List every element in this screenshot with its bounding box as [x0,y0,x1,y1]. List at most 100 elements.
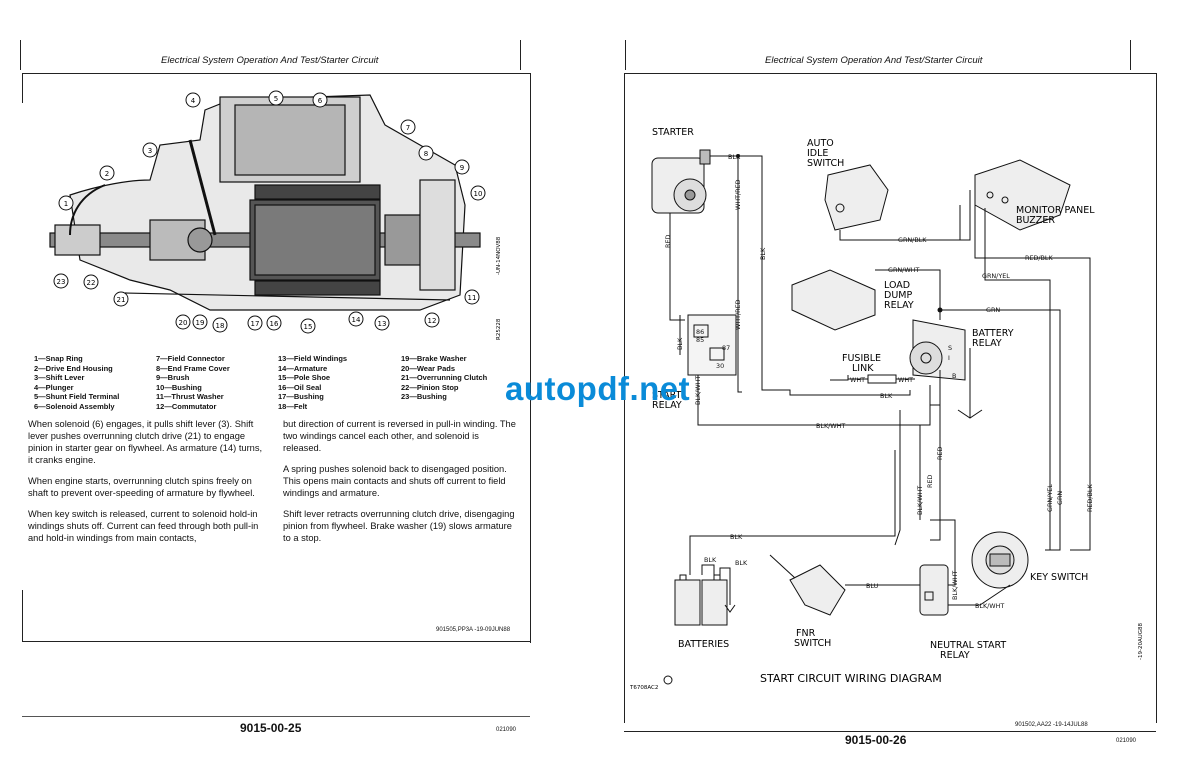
auto-idle-switch-label: AUTO [807,138,834,149]
legend-item: 23—Bushing [401,392,447,402]
svg-text:GRN/BLK: GRN/BLK [898,236,927,244]
bottom-rule [22,716,530,717]
svg-text:14: 14 [352,316,361,324]
callout-5: 5 [268,90,284,106]
svg-text:86: 86 [696,328,704,336]
left-page: Electrical System Operation And Test/Sta… [20,40,531,735]
left-rule [624,73,625,723]
svg-text:RED/BLK: RED/BLK [1086,484,1094,512]
legend-item: 17—Bushing [278,392,324,402]
svg-text:18: 18 [216,322,225,330]
paragraph: When key switch is released, current to … [28,509,259,543]
legend-col-1: 1—Snap Ring 2—Drive End Housing 3—Shift … [34,354,119,412]
legend-item: 7—Field Connector [156,354,225,363]
load-dump-relay-body [791,269,876,331]
left-rule [22,73,23,103]
fusible-link-label: FUSIBLE [842,353,881,364]
page-header: Electrical System Operation And Test/Sta… [765,55,983,66]
svg-text:SWITCH: SWITCH [807,158,844,169]
svg-text:6: 6 [318,97,323,105]
svg-text:BLK/WHT: BLK/WHT [916,486,924,515]
svg-text:15: 15 [304,323,313,331]
legend-item: 2—Drive End Housing [34,363,113,373]
svg-text:87: 87 [722,344,730,352]
callout-4: 4 [185,92,201,108]
svg-text:13: 13 [378,320,387,328]
wiring-diagram: STARTER AUTO IDLE SWITCH MONITOR PANEL B… [630,127,1144,691]
figure-code: T6708AC2 [630,685,658,691]
svg-text:DUMP: DUMP [884,290,912,301]
paragraph: A spring pushes solenoid back to disenga… [283,464,507,498]
legend-item: 11—Thrust Washer [156,392,224,402]
svg-text:RED: RED [926,475,934,488]
starter-label: STARTER [652,127,694,138]
svg-text:10: 10 [474,190,483,198]
svg-text:30: 30 [716,362,724,370]
footer-rule [22,641,530,642]
svg-text:23: 23 [57,278,66,286]
battery-relay-body [909,319,966,381]
svg-text:7: 7 [406,124,410,132]
svg-text:BLK/WHT: BLK/WHT [951,571,959,600]
svg-text:17: 17 [251,320,260,328]
svg-text:RELAY: RELAY [884,300,914,311]
legend-item: 12—Commutator [156,401,217,411]
start-relay-label: START [652,390,682,401]
callout-11: 11 [464,289,480,305]
svg-text:5: 5 [274,95,278,103]
svg-text:GRN/WHT: GRN/WHT [888,266,919,274]
svg-text:LINK: LINK [852,363,874,374]
callout-15: 15 [300,318,316,334]
crop-mark [520,40,521,70]
svg-text:SWITCH: SWITCH [794,638,831,649]
svg-text:RED/BLK: RED/BLK [1025,254,1053,262]
right-page: Electrical System Operation And Test/Sta… [600,0,1200,776]
paragraph: When solenoid (6) engages, it pulls shif… [28,419,263,465]
legend-item: 3—Shift Lever [34,373,85,383]
svg-text:11: 11 [468,294,477,302]
callout-3: 3 [142,142,158,158]
callout-14: 14 [348,311,364,327]
svg-text:RELAY: RELAY [972,338,1002,349]
battery-relay-label: BATTERY [972,328,1014,339]
svg-text:I: I [948,354,950,362]
svg-text:GRN: GRN [986,306,1000,314]
key-switch-body [971,531,1029,589]
svg-text:BLK: BLK [728,153,741,161]
callout-21: 21 [113,291,129,307]
paragraph: Shift lever retracts overrunning clutch … [283,509,515,543]
callout-9: 9 [454,159,470,175]
legend-item: 15—Pole Shoe [278,373,331,383]
monitor-panel-buzzer-label: MONITOR PANEL [1016,205,1095,216]
svg-text:RED: RED [936,447,944,460]
callout-7: 7 [400,119,416,135]
diagram-title: START CIRCUIT WIRING DIAGRAM [760,672,942,685]
legend-item: 6—Solenoid Assembly [34,401,115,411]
svg-text:9: 9 [460,164,464,172]
svg-text:2: 2 [105,170,109,178]
callout-22: 22 [83,274,99,290]
crop-mark [625,40,626,70]
callout-23: 23 [53,273,69,289]
callout-20: 20 [175,314,191,330]
svg-text:19: 19 [196,319,205,327]
legend-col-2: 7—Field Connector 8—End Frame Cover 9—Br… [156,354,230,412]
legend-item: 21—Overrunning Clutch [401,373,488,383]
callout-12: 12 [424,312,440,328]
left-rule-bottom [22,590,23,642]
svg-text:BLK/WHT: BLK/WHT [816,422,845,430]
key-switch-label: KEY SWITCH [1030,572,1088,583]
page-number: 9015-00-26 [845,733,907,747]
svg-text:BLK: BLK [730,533,743,541]
legend-item: 5—Shunt Field Terminal [34,392,120,402]
crop-mark [1130,40,1131,70]
svg-text:RED: RED [664,235,672,248]
callout-16: 16 [266,315,282,331]
watermark: autopdf.net [505,370,691,407]
legend-item: 10—Bushing [156,382,202,392]
fnr-switch-body [769,554,846,616]
svg-text:12: 12 [428,317,437,325]
callout-1: 1 [58,195,74,211]
callout-13: 13 [374,315,390,331]
start-relay-body [687,314,737,376]
